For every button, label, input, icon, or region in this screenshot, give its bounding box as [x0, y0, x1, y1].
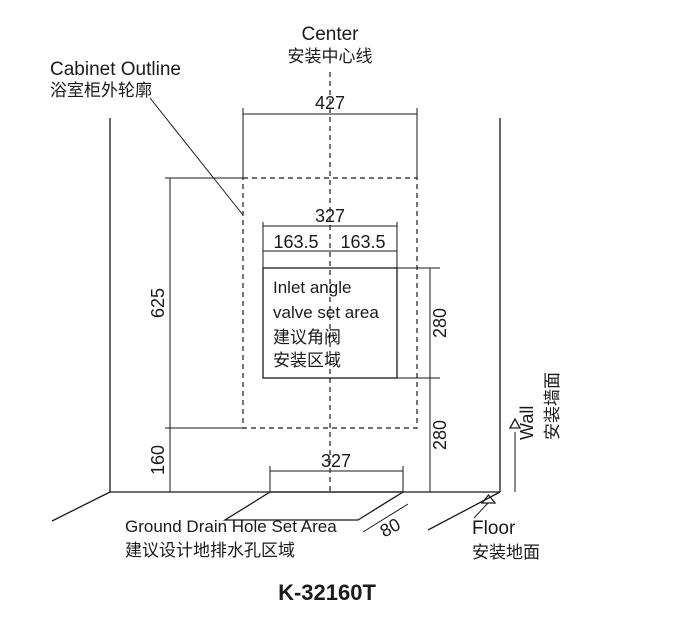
dim-163-right-label: 163.5 — [340, 232, 385, 252]
dim-163-left-label: 163.5 — [273, 232, 318, 252]
inlet-label-cn-1: 建议角阀 — [273, 328, 341, 348]
drain-area — [222, 491, 406, 521]
cabinet-outline — [242, 177, 418, 429]
dim-280-lower-label: 280 — [430, 420, 450, 450]
floor-label-en: Floor — [472, 518, 516, 539]
floor-label-cn: 安装地面 — [472, 543, 540, 563]
dim-80-label: 80 — [377, 514, 404, 541]
center-label-en: Center — [301, 24, 359, 45]
cabinet-label-en: Cabinet Outline — [50, 59, 181, 80]
wall-triangle-icon — [508, 417, 522, 429]
dim-160-label: 160 — [148, 445, 168, 475]
cabinet-label-cn: 浴室柜外轮廓 — [50, 81, 152, 101]
inlet-valve-area — [262, 267, 398, 379]
dim-625-label: 625 — [148, 288, 168, 318]
cabinet-leader — [149, 97, 244, 216]
dim-327-lower-label: 327 — [321, 451, 351, 471]
dim-327-upper-label: 327 — [315, 206, 345, 226]
floor-triangle-icon — [480, 493, 497, 504]
wall-label-cn: 安装墙面 — [543, 372, 563, 440]
inlet-label-en-2: valve set area — [273, 303, 379, 322]
center-label-cn: 安装中心线 — [288, 47, 373, 67]
floor-left-edge — [51, 491, 111, 522]
drain-label-cn: 建议设计地排水孔区域 — [125, 541, 295, 561]
dim-80-line — [362, 503, 409, 533]
wall-label-en: Wall — [517, 406, 537, 440]
floor-marker-line — [473, 502, 489, 519]
drain-label-en: Ground Drain Hole Set Area — [125, 517, 337, 536]
inlet-label-cn-2: 安装区域 — [273, 351, 341, 371]
floor-right-edge — [427, 491, 501, 531]
model-number: K-32160T — [278, 580, 376, 605]
dim-280-upper-label: 280 — [430, 308, 450, 338]
inlet-label-en-1: Inlet angle — [273, 278, 351, 297]
dim-427-label: 427 — [315, 93, 345, 113]
